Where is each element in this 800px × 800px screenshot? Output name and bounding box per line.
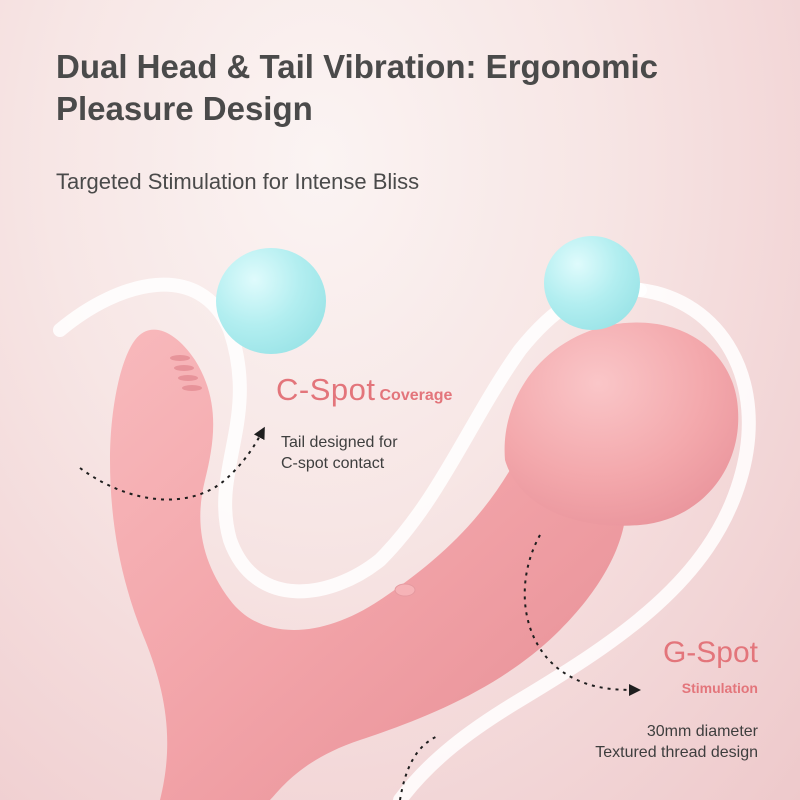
cspot-description-line: Tail designed for	[281, 434, 398, 451]
tail-texture	[170, 355, 202, 391]
product-body	[110, 329, 627, 800]
cspot-description: Tail designed for C-spot contact	[281, 432, 398, 474]
gspot-subtitle: Stimulation	[681, 680, 758, 696]
cspot-description-line: C-spot contact	[281, 455, 385, 472]
outline-curve-right	[393, 283, 756, 800]
gspot-description: 30mm diameter Textured thread design	[595, 721, 758, 763]
gspot-description-line: Textured thread design	[595, 744, 758, 761]
product-head	[504, 322, 739, 526]
gspot-title: G-Spot	[662, 636, 758, 669]
page-subtitle: Targeted Stimulation for Intense Bliss	[56, 169, 420, 194]
power-button	[394, 583, 416, 597]
bottom-dashed-curve	[399, 734, 441, 800]
cspot-title-suffix: Coverage	[379, 387, 453, 404]
cspot-title: C-Spot	[276, 372, 376, 407]
gspot-description-line: 30mm diameter	[646, 723, 758, 740]
gspot-arrow	[523, 534, 641, 696]
vibration-ball-right	[544, 236, 640, 330]
vibration-ball-left	[216, 248, 326, 354]
outline-curve-left	[53, 277, 647, 599]
page-title: Dual Head & Tail Vibration: Ergonomic Pl…	[56, 48, 659, 127]
